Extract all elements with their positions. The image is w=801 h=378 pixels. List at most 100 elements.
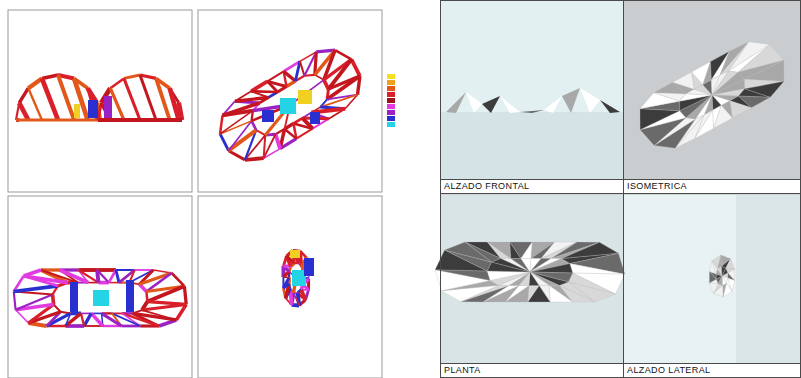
truss-bar — [84, 313, 91, 326]
truss-bar — [147, 286, 184, 301]
truss-bar — [267, 81, 286, 86]
view-panel: PLANTA — [440, 193, 624, 378]
views-ground — [440, 0, 801, 378]
truss-bar — [220, 115, 222, 134]
truss-bar — [256, 130, 265, 135]
truss-bar — [140, 75, 156, 120]
truss-bar — [267, 71, 283, 81]
truss-bar — [24, 276, 68, 283]
truss-bar — [252, 121, 257, 130]
scale-swatch — [387, 92, 395, 97]
facet-group — [435, 42, 784, 302]
facet — [492, 259, 530, 273]
panel-block — [298, 90, 312, 104]
view-panel: ISOMETRICA — [623, 0, 801, 194]
truss-bar — [335, 50, 351, 59]
truss-bar — [295, 61, 299, 81]
truss-bars — [220, 50, 360, 160]
panel-block — [292, 270, 306, 286]
facet — [544, 96, 562, 113]
truss-bar — [172, 273, 185, 286]
facet — [549, 286, 572, 303]
facet — [520, 110, 544, 113]
facet-surface — [446, 88, 620, 113]
facet — [680, 94, 712, 101]
truss-bar — [264, 134, 276, 158]
view-ground — [736, 195, 801, 367]
truss-bar — [142, 304, 186, 310]
facet — [510, 242, 532, 259]
truss-bar — [19, 88, 28, 103]
scale-swatch — [387, 122, 395, 127]
panel-block — [280, 98, 296, 114]
truss-bar — [283, 277, 289, 288]
facet — [722, 276, 726, 285]
truss-bars — [98, 75, 182, 120]
facet — [529, 272, 539, 286]
truss-group — [14, 50, 360, 326]
facet — [712, 95, 721, 110]
view-ground — [440, 112, 623, 182]
view-title: ALZADO FRONTAL — [441, 179, 623, 193]
panel-blocks — [290, 250, 314, 286]
truss-bar — [116, 270, 119, 283]
truss-bar — [235, 97, 269, 101]
viewport-frame — [198, 10, 382, 192]
viewport-frame — [8, 196, 192, 378]
truss-bar — [351, 59, 359, 76]
scale-swatch — [387, 86, 395, 91]
truss-bar — [276, 134, 281, 148]
facet — [549, 286, 572, 303]
facet — [600, 100, 620, 113]
facet — [709, 283, 718, 293]
scale-swatch — [387, 98, 395, 103]
panel-block — [310, 112, 320, 124]
facet — [562, 88, 580, 113]
facet — [500, 96, 520, 113]
facet-surface — [709, 255, 734, 297]
facet — [726, 259, 735, 269]
facet-surface — [640, 42, 784, 148]
facet — [744, 60, 784, 81]
truss-bar — [16, 310, 29, 323]
view-title: ALZADO LATERAL — [624, 363, 800, 377]
truss-bar — [139, 273, 171, 284]
view-title: PLANTA — [441, 363, 623, 377]
truss-bar — [74, 78, 88, 120]
truss-bar — [97, 268, 116, 272]
scale-swatch — [387, 116, 395, 121]
panel-block — [104, 96, 112, 118]
truss-bar — [229, 151, 245, 160]
truss-bar — [97, 270, 109, 283]
truss-bar — [14, 292, 16, 310]
truss-bar — [102, 313, 122, 326]
facet — [673, 72, 695, 89]
panel-block — [304, 258, 314, 276]
truss-bar — [245, 135, 265, 160]
facet — [466, 92, 482, 113]
view-title: ISOMETRICA — [624, 179, 800, 193]
facet — [570, 264, 625, 275]
truss-bar — [110, 78, 124, 88]
facet — [722, 268, 728, 276]
panel-block — [88, 100, 98, 118]
viewport-frame — [8, 10, 192, 192]
truss-bar — [296, 129, 312, 139]
truss-bar — [42, 75, 58, 78]
truss-bar — [311, 109, 345, 113]
facet — [640, 109, 680, 130]
panel-blocks — [262, 90, 320, 124]
truss-bar — [184, 286, 186, 304]
view-panel: ALZADO FRONTAL — [440, 0, 624, 194]
facet — [730, 101, 752, 118]
facet — [703, 80, 712, 95]
truss-bars — [16, 75, 100, 120]
truss-bar — [220, 134, 228, 151]
truss-bar — [16, 119, 100, 122]
truss-bar — [179, 103, 182, 120]
truss-bar — [264, 135, 266, 158]
panel-blocks — [74, 96, 112, 118]
truss-bar — [285, 129, 297, 139]
